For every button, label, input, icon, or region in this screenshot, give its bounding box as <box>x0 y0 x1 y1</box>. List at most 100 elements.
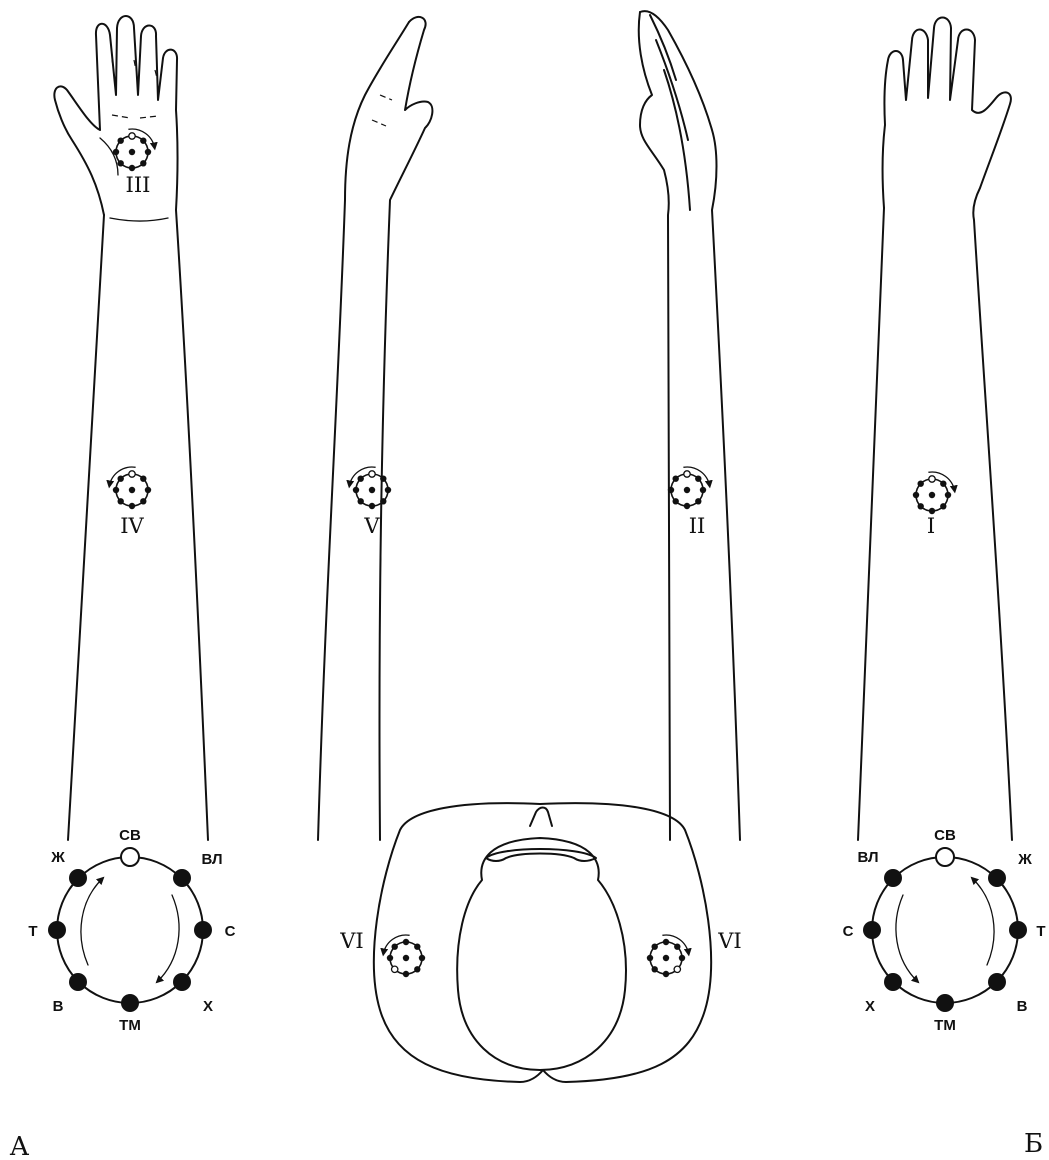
point-cluster-ii-center <box>684 487 690 493</box>
point-cluster-iii-node <box>113 149 119 155</box>
diagram-a-node-top <box>121 848 139 866</box>
point-cluster-vi-left-node <box>387 955 393 961</box>
diagram-a-label-upper-right: ВЛ <box>202 851 223 868</box>
point-cluster-ii-node <box>695 498 701 504</box>
point-cluster-iii-node <box>145 149 151 155</box>
arm-side-view-right <box>639 11 740 840</box>
diagram-a-label-lower-right: Х <box>203 998 213 1015</box>
diagram-a-node-bottom <box>121 994 139 1012</box>
point-cluster-vi-right-node <box>647 955 653 961</box>
point-cluster-iv-node <box>129 503 135 509</box>
point-cluster-i-node <box>940 503 946 509</box>
diagram-b-node-upper-left <box>884 869 902 887</box>
point-cluster-iv-node <box>140 476 146 482</box>
point-cluster-iii-node <box>140 160 146 166</box>
point-cluster-ii-node <box>700 487 706 493</box>
point-cluster-v-node <box>369 503 375 509</box>
point-cluster-iv-node <box>113 487 119 493</box>
diagram-b-node-lower-right <box>988 973 1006 991</box>
point-cluster-iv-node <box>129 471 135 477</box>
diagram-b-node-top <box>936 848 954 866</box>
point-cluster-iii <box>113 129 155 171</box>
diagram-a-node-lower-right <box>173 973 191 991</box>
point-cluster-v-node <box>358 476 364 482</box>
diagram-a-label-lower-left: В <box>53 998 64 1015</box>
diagram-a-arrow-left <box>81 878 103 965</box>
point-cluster-v-node <box>380 476 386 482</box>
point-cluster-vi-left <box>383 935 425 977</box>
point-cluster-v-node <box>353 487 359 493</box>
point-label-iii: III <box>126 173 151 197</box>
point-cluster-iv-node <box>145 487 151 493</box>
point-cluster-v <box>349 467 391 509</box>
point-label-ii: II <box>689 514 706 538</box>
diagram-a-node-left <box>48 921 66 939</box>
point-cluster-i-node <box>929 476 935 482</box>
point-cluster-vi-left-node <box>392 944 398 950</box>
point-label-vi-right: VI <box>717 929 741 953</box>
point-cluster-i-node <box>945 492 951 498</box>
diagram-a: СВ Ж ВЛ Т С В Х ТМ A <box>9 827 236 1160</box>
point-cluster-v-node <box>385 487 391 493</box>
point-cluster-iii-center <box>129 149 135 155</box>
diagram-b-node-right <box>1009 921 1027 939</box>
point-cluster-vi-right-node <box>674 966 680 972</box>
point-cluster-i-node <box>918 481 924 487</box>
diagram-a-label-bottom: ТМ <box>119 1017 141 1034</box>
point-cluster-iv <box>109 467 151 509</box>
diagram-a-label-left: Т <box>28 923 37 940</box>
point-cluster-iv-center <box>129 487 135 493</box>
point-cluster-ii-node <box>668 487 674 493</box>
point-cluster-i-center <box>929 492 935 498</box>
point-label-iv: IV <box>120 514 144 538</box>
diagram-b-node-upper-right <box>988 869 1006 887</box>
diagram-b-label-right: Т <box>1036 923 1045 940</box>
diagram-b-label-upper-left: ВЛ <box>858 849 879 866</box>
point-cluster-iii-node <box>129 165 135 171</box>
point-cluster-vi-left-node <box>419 955 425 961</box>
diagram-a-node-upper-right <box>173 869 191 887</box>
point-cluster-iv-node <box>118 498 124 504</box>
point-cluster-iv-node <box>140 498 146 504</box>
diagram-a-node-right <box>194 921 212 939</box>
point-cluster-ii <box>668 467 710 509</box>
diagram-a-arrow-right <box>157 895 179 982</box>
diagram-a-node-lower-left <box>69 973 87 991</box>
point-cluster-vi-right-center <box>663 955 669 961</box>
diagram-b-label-left: С <box>843 923 854 940</box>
diagram-b-label-bottom: ТМ <box>934 1017 956 1034</box>
point-cluster-vi-left-node <box>414 966 420 972</box>
diagram-b-label-lower-left: Х <box>865 998 875 1015</box>
diagram-b-label-lower-right: В <box>1017 998 1028 1015</box>
diagram-b-arrow-right <box>972 878 994 965</box>
point-cluster-v-center <box>369 487 375 493</box>
diagram-b-node-bottom <box>936 994 954 1012</box>
diagram-b-node-lower-left <box>884 973 902 991</box>
point-cluster-iv-node <box>118 476 124 482</box>
point-cluster-vi-right-node <box>652 966 658 972</box>
diagram-b-arrow-left <box>896 895 918 982</box>
point-cluster-vi-right-node <box>663 939 669 945</box>
diagram-b-label-upper-right: Ж <box>1017 851 1032 868</box>
point-cluster-i-node <box>918 503 924 509</box>
point-cluster-ii-node <box>673 498 679 504</box>
point-cluster-vi-right-node <box>679 955 685 961</box>
point-cluster-i-node <box>913 492 919 498</box>
diagram-a-node-upper-left <box>69 869 87 887</box>
point-cluster-vi-left-node <box>403 971 409 977</box>
point-cluster-vi-right <box>647 935 689 977</box>
diagram-a-label-upper-left: Ж <box>50 849 65 866</box>
diagram-a-corner-label: A <box>9 1132 30 1160</box>
point-cluster-iii-node <box>118 160 124 166</box>
point-cluster-v-node <box>380 498 386 504</box>
point-cluster-iii-node <box>129 133 135 139</box>
point-cluster-i <box>913 472 955 514</box>
point-cluster-i-node <box>940 481 946 487</box>
point-cluster-vi-left-node <box>392 966 398 972</box>
point-cluster-vi-left-node <box>414 944 420 950</box>
point-cluster-v-node <box>358 498 364 504</box>
diagram-b-corner-label: Б <box>1024 1129 1043 1159</box>
point-cluster-v-node <box>369 471 375 477</box>
diagram-a-label-right: С <box>225 923 236 940</box>
